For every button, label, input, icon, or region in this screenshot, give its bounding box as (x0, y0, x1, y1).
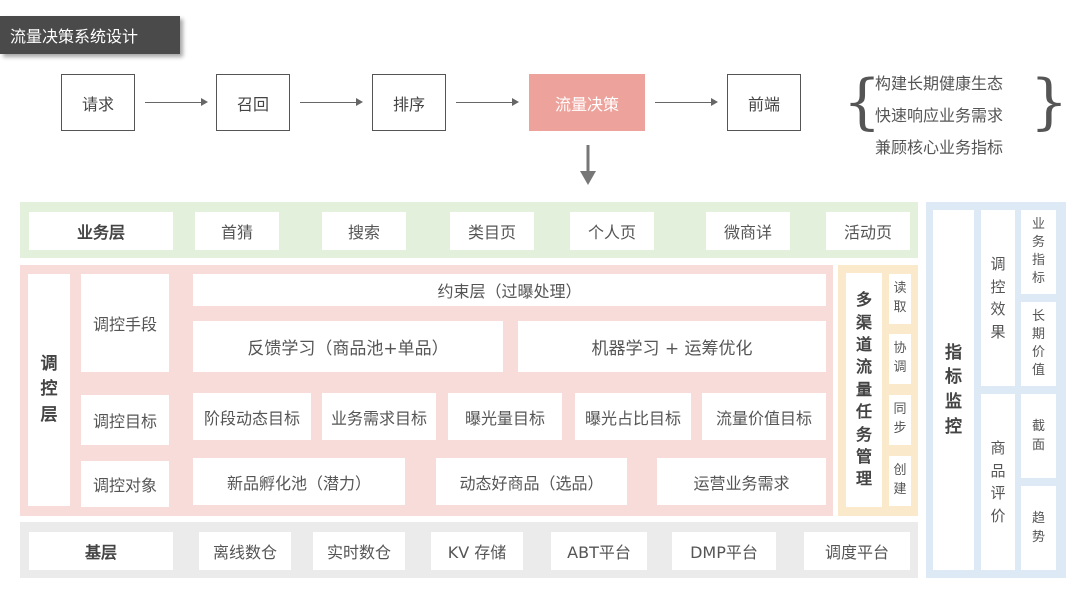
target-item: 流量价值目标 (702, 393, 826, 440)
task-op: 协调 (889, 334, 911, 384)
business-item: 搜索 (322, 212, 406, 250)
target-item: 阶段动态目标 (193, 393, 311, 440)
business-item: 类目页 (450, 212, 534, 250)
control-effect-item-text: 长期价值 (1031, 308, 1045, 379)
task-op-text: 读取 (893, 281, 907, 315)
product-eval-item: 截面 (1021, 394, 1056, 478)
target-item: 曝光占比目标 (575, 393, 691, 440)
product-eval-item: 趋势 (1021, 486, 1056, 570)
base-layer-label: 基层 (29, 532, 173, 570)
product-eval-item-text: 趋势 (1031, 510, 1045, 546)
flow-step-frontend: 前端 (727, 74, 801, 131)
product-eval-item-text: 截面 (1031, 418, 1045, 454)
business-layer-label: 业务层 (29, 212, 173, 250)
task-op: 同步 (889, 395, 911, 445)
goal-item: 快速响应业务需求 (875, 106, 1004, 125)
flow-step-rank: 排序 (372, 74, 446, 131)
flow-step-traffic-decision: 流量决策 (529, 74, 645, 131)
control-effect-item-text: 业务指标 (1031, 216, 1045, 287)
task-op: 创建 (889, 456, 911, 506)
control-targets-label: 调控目标 (81, 395, 169, 445)
base-item: 实时数仓 (313, 532, 405, 570)
constraint-layer: 约束层（过曝处理） (193, 274, 826, 306)
business-item: 活动页 (826, 212, 910, 250)
business-item: 个人页 (570, 212, 654, 250)
flow-arrow (456, 102, 512, 103)
control-effect-item: 业务指标 (1021, 210, 1056, 294)
base-item: KV 存储 (431, 532, 523, 570)
diagram-title: 流量决策系统设计 (0, 16, 180, 54)
base-item: 离线数仓 (199, 532, 291, 570)
control-effect-item: 长期价值 (1021, 302, 1056, 386)
control-means-label: 调控手段 (81, 274, 169, 372)
feedback-learning: 反馈学习（商品池+单品） (193, 321, 503, 372)
flow-arrowhead (201, 98, 208, 106)
flow-step-recall: 召回 (216, 74, 290, 131)
base-item: ABT平台 (551, 532, 647, 570)
product-eval-label: 商品评价 (981, 394, 1015, 570)
target-item: 曝光量目标 (448, 393, 562, 440)
base-item: DMP平台 (672, 532, 776, 570)
task-op-text: 同步 (893, 402, 907, 436)
business-item: 首猜 (195, 212, 279, 250)
control-layer-label-text: 调控层 (40, 353, 58, 425)
control-effect-label-text: 调控效果 (990, 255, 1006, 341)
object-item: 新品孵化池（潜力） (193, 458, 405, 505)
monitor-label-text: 指标监控 (945, 342, 962, 437)
monitor-label: 指标监控 (933, 210, 974, 570)
base-item: 调度平台 (804, 532, 910, 570)
product-eval-label-text: 商品评价 (990, 439, 1006, 525)
object-item: 动态好商品（选品） (436, 458, 627, 505)
flow-arrowhead (711, 98, 718, 106)
goal-item: 兼顾核心业务指标 (875, 138, 1004, 157)
task-op-text: 协调 (893, 341, 907, 375)
control-effect-label: 调控效果 (981, 210, 1015, 386)
task-mgmt-label: 多渠道流量任务管理 (846, 273, 882, 507)
flow-arrow (145, 102, 201, 103)
flow-arrowhead (356, 98, 363, 106)
task-op: 读取 (889, 274, 911, 324)
left-brace: { (843, 67, 882, 137)
flow-arrow (300, 102, 356, 103)
business-item: 微商详 (706, 212, 790, 250)
right-brace: } (1030, 67, 1069, 137)
control-layer-label: 调控层 (28, 274, 70, 506)
ml-optimization: 机器学习 + 运筹优化 (518, 321, 826, 372)
flow-arrow (655, 102, 711, 103)
goal-item: 构建长期健康生态 (875, 74, 1004, 93)
task-mgmt-label-text: 多渠道流量任务管理 (855, 290, 872, 489)
control-objects-label: 调控对象 (81, 461, 169, 507)
target-item: 业务需求目标 (322, 393, 436, 440)
task-op-text: 创建 (893, 463, 907, 497)
object-item: 运营业务需求 (657, 458, 826, 505)
flow-arrowhead (512, 98, 519, 106)
down-arrow-icon (578, 145, 598, 187)
flow-step-request: 请求 (61, 74, 135, 131)
